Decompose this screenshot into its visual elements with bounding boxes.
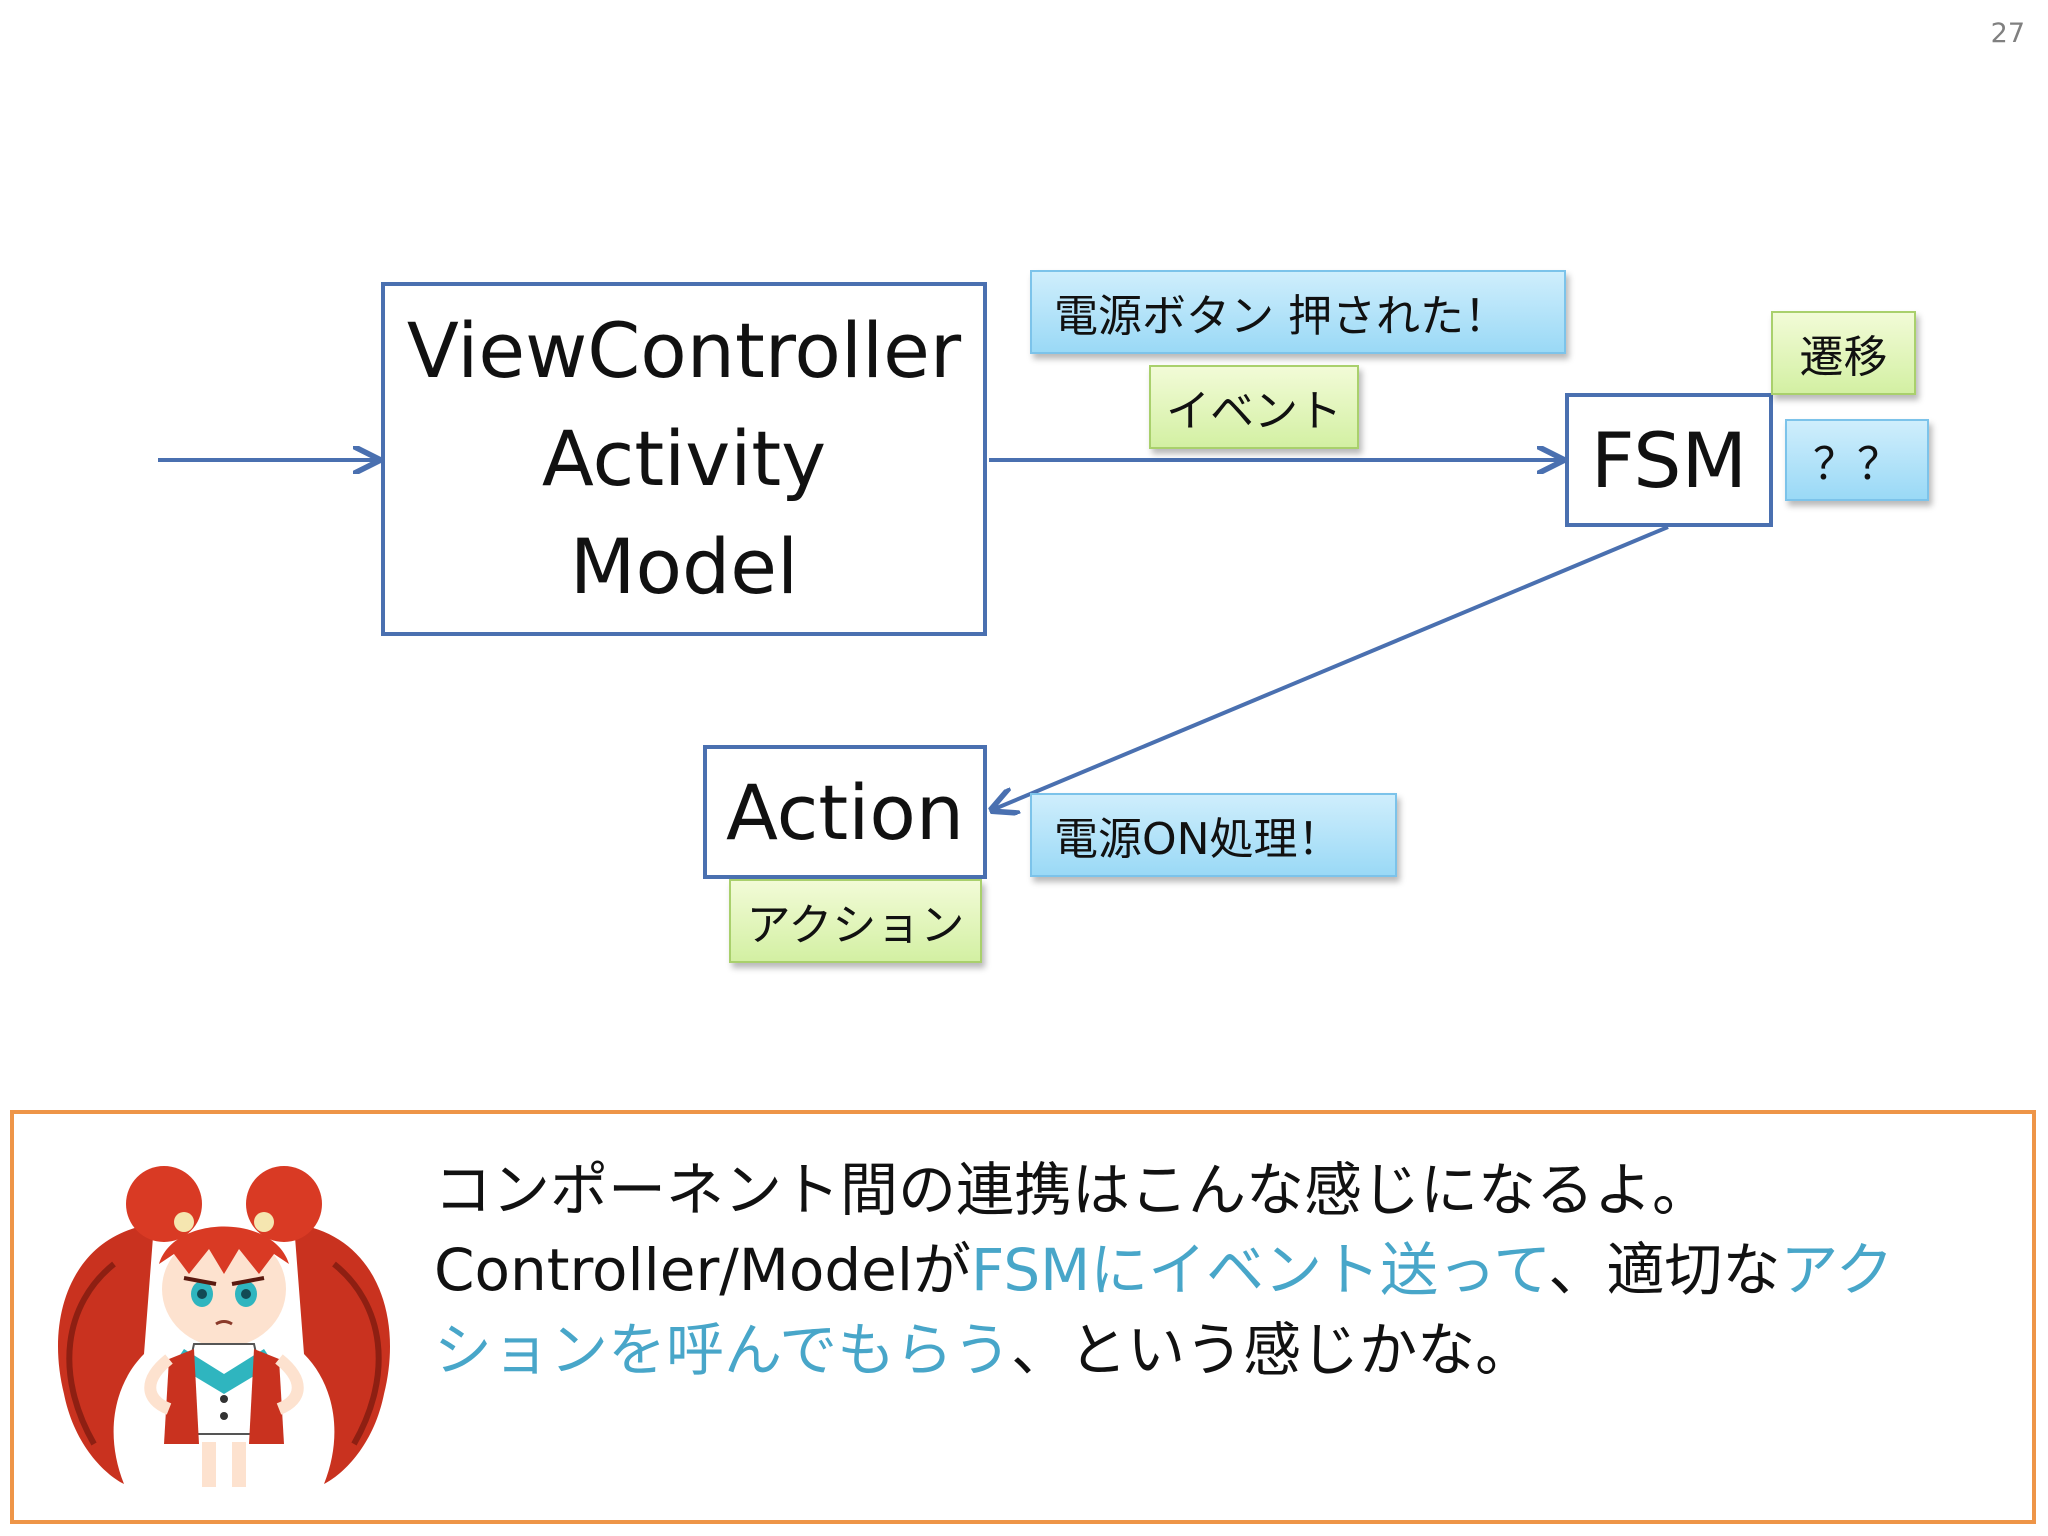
power-button-pressed-tag: 電源ボタン 押された！ (1030, 270, 1566, 354)
fsm-label: FSM (1590, 415, 1748, 505)
view-controller-box: ViewController Activity Model (381, 282, 987, 636)
action-label: Action (725, 767, 965, 857)
mascot-icon (58, 1166, 390, 1487)
view-controller-label: ViewController (406, 306, 962, 395)
action-box: Action (703, 745, 987, 879)
page-number: 27 (1990, 18, 2025, 49)
transition-tag: 遷移 (1771, 311, 1916, 395)
note-line-1: コンポーネント間の連携はこんな感じになるよ。 (434, 1156, 1711, 1224)
note-line-3: ションを呼んでもらう、という感じかな。 (434, 1310, 2024, 1390)
activity-label: Activity (541, 414, 827, 503)
note-text-segment: 、という感じかな。 (1011, 1316, 1534, 1384)
note-highlight-segment: アク (1780, 1236, 1894, 1304)
note-box: コンポーネント間の連携はこんな感じになるよ。 Controller/Modelが… (10, 1110, 2036, 1524)
action-tag: アクション (729, 879, 982, 963)
note-text-segment: Controller/Modelが (434, 1236, 971, 1304)
model-label: Model (569, 522, 799, 611)
event-tag: イベント (1149, 365, 1359, 449)
note-text: コンポーネント間の連携はこんな感じになるよ。 Controller/Modelが… (434, 1150, 2024, 1390)
action-arrow (992, 525, 1669, 810)
note-highlight-segment: FSMにイベント送って (970, 1236, 1549, 1304)
note-line-2: Controller/ModelがFSMにイベント送って、適切なアク (434, 1230, 2024, 1310)
power-on-process-tag: 電源ON処理！ (1030, 793, 1397, 877)
note-text-segment: 、適切な (1548, 1236, 1781, 1304)
unknown-tag: ？？ (1785, 419, 1929, 501)
fsm-box: FSM (1565, 393, 1773, 527)
note-highlight-segment: ションを呼んでもらう (434, 1316, 1012, 1384)
